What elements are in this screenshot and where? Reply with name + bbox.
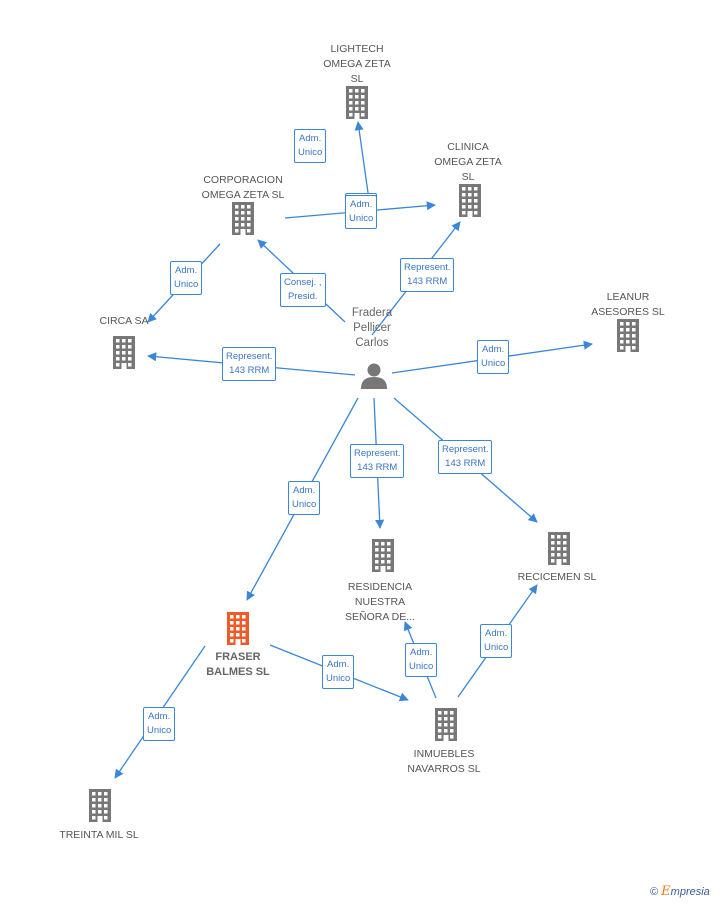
building-icon[interactable]	[455, 183, 485, 222]
edge-label-inmuebles-residencia: Adm. Unico	[405, 643, 438, 677]
edge-label-person-recicemen: Represent. 143 RRM	[438, 440, 493, 474]
edge-label-person-leanur: Adm. Unico	[477, 340, 510, 374]
node-label-person[interactable]: Fradera Pellicer Carlos	[351, 307, 393, 349]
brand-first-letter: E	[661, 884, 671, 899]
building-icon[interactable]	[613, 318, 643, 357]
building-icon[interactable]	[544, 531, 574, 570]
node-label-leanur[interactable]: LEANUR ASESORES SL	[591, 291, 665, 318]
node-label-circa[interactable]: CIRCA SA	[99, 315, 149, 327]
node-label-lightech[interactable]: LIGHTECH OMEGA ZETA SL	[323, 43, 391, 85]
node-label-recicemen[interactable]: RECICEMEN SL	[517, 571, 597, 583]
edge-label-fraser-inmuebles: Adm. Unico	[322, 655, 355, 689]
node-label-inmuebles[interactable]: INMUEBLES NAVARROS SL	[407, 748, 481, 775]
node-label-clinica[interactable]: CLINICA OMEGA ZETA SL	[434, 141, 502, 183]
building-icon[interactable]	[223, 611, 253, 650]
building-icon[interactable]	[431, 707, 461, 746]
building-icon[interactable]	[109, 335, 139, 374]
building-icon[interactable]	[228, 201, 258, 240]
edge-label-fraser-treinta: Adm. Unico	[143, 707, 176, 741]
node-label-treinta[interactable]: TREINTA MIL SL	[59, 829, 139, 841]
node-label-residencia[interactable]: RESIDENCIA NUESTRA SEÑORA DE...	[344, 581, 416, 623]
building-icon[interactable]	[342, 85, 372, 124]
building-icon[interactable]	[85, 788, 115, 827]
edge-label-person-fraser: Adm. Unico	[288, 481, 321, 515]
edge-label-corporacion-lightech: Adm. Unico	[294, 129, 327, 163]
edge-label-person-clinica: Represent. 143 RRM	[400, 258, 455, 292]
edge-label-person-corporacion: Consej. , Presid.	[280, 273, 326, 307]
node-label-corporacion[interactable]: CORPORACION OMEGA ZETA SL	[201, 174, 285, 201]
node-label-fraser[interactable]: FRASER BALMES SL	[206, 651, 270, 678]
edge-label-inmuebles-recicemen: Adm. Unico	[480, 624, 513, 658]
building-icon[interactable]	[368, 538, 398, 577]
empresia-logo: © Empresia	[650, 884, 710, 899]
edge-label-person-circa: Represent. 143 RRM	[222, 347, 277, 381]
edge-label-corporacion-circa: Adm. Unico	[170, 261, 203, 295]
copyright-symbol: ©	[650, 886, 659, 898]
edge-label-person-residencia: Represent. 143 RRM	[350, 444, 405, 478]
edge-label-corporacion-clinica: Adm. Unico	[345, 195, 378, 229]
person-icon[interactable]	[360, 362, 388, 395]
brand-rest: mpresia	[670, 886, 710, 898]
